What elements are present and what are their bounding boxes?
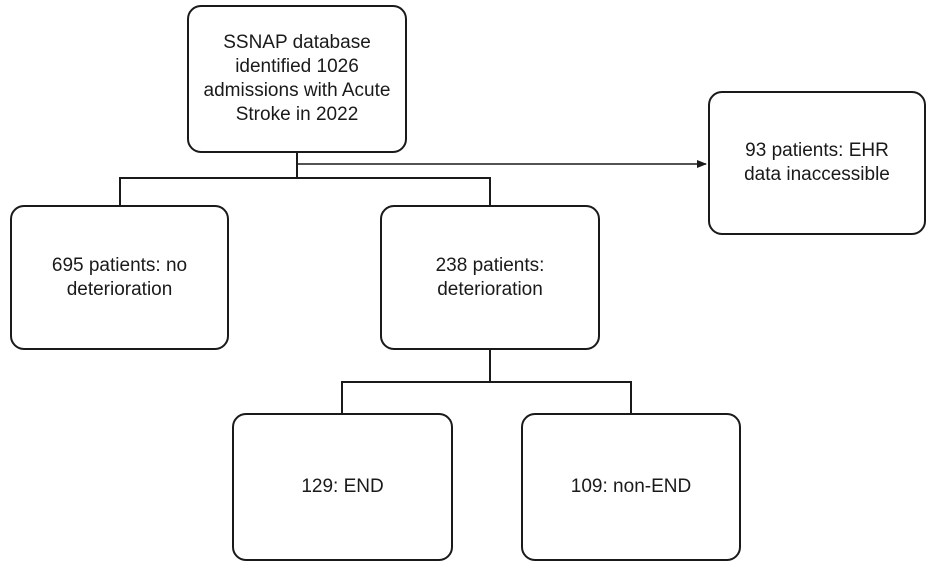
node-ssnap-admissions: SSNAP database identified 1026 admission… xyxy=(187,5,407,153)
node-no-deterioration: 695 patients: no deterioration xyxy=(10,205,229,350)
node-non-end: 109: non-END xyxy=(521,413,741,561)
node-end-label: 129: END xyxy=(301,476,384,497)
node-ssnap-label: SSNAP database identified 1026 admission… xyxy=(203,32,391,125)
node-ehr-label: 93 patients: EHR data inaccessible xyxy=(744,140,890,185)
node-end: 129: END xyxy=(232,413,453,561)
node-deterioration-label: 238 patients: deterioration xyxy=(435,254,545,300)
node-non-end-label: 109: non-END xyxy=(570,476,692,497)
node-deterioration: 238 patients: deterioration xyxy=(380,205,600,350)
node-no-deterioration-label: 695 patients: no deterioration xyxy=(51,254,188,300)
node-ehr-inaccessible: 93 patients: EHR data inaccessible xyxy=(708,91,926,235)
